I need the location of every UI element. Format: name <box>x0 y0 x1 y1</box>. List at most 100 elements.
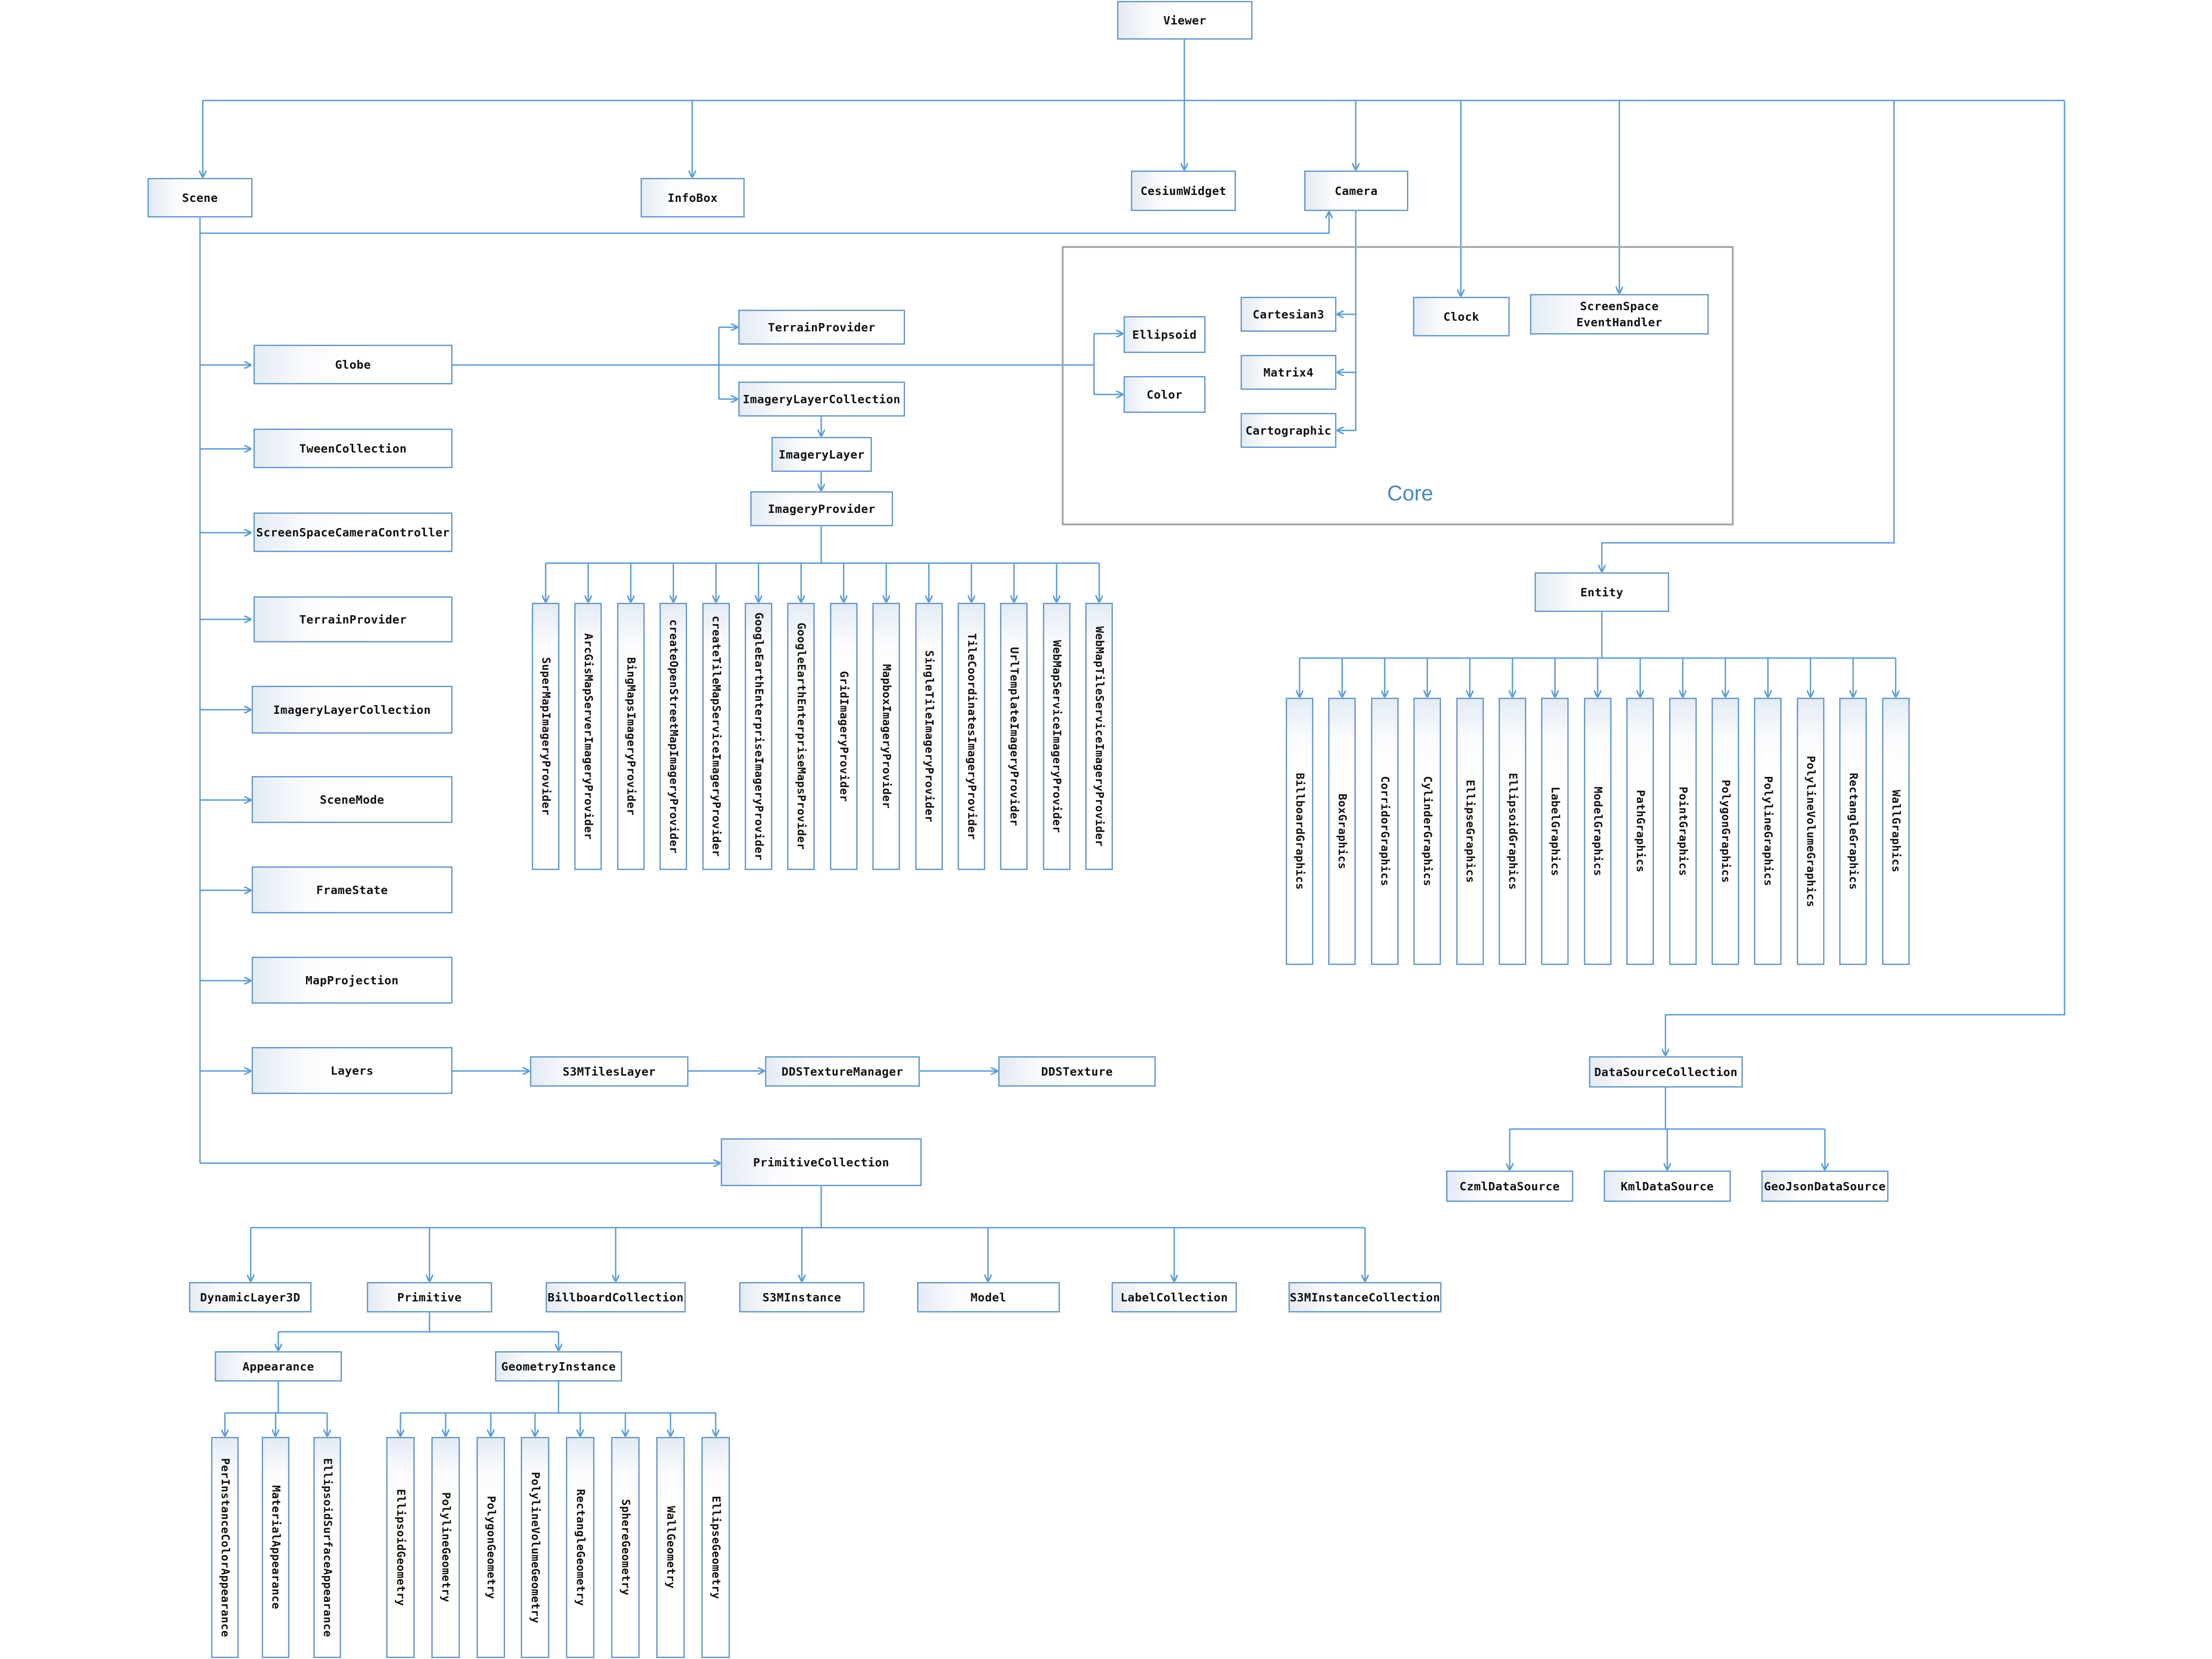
dynamic-layer-3d-node[interactable]: DynamicLayer3D <box>189 1282 312 1312</box>
scene-mode-node[interactable]: SceneMode <box>252 776 453 823</box>
node-label: BoxGraphics <box>1336 793 1349 870</box>
rectangle-graphics-node[interactable]: RectangleGraphics <box>1839 698 1867 965</box>
ellipsoid-graphics-node[interactable]: EllipsoidGraphics <box>1499 698 1526 965</box>
point-graphics-node[interactable]: PointGraphics <box>1669 698 1697 965</box>
label-graphics-node[interactable]: LabelGraphics <box>1541 698 1569 965</box>
camera-node[interactable]: Camera <box>1304 171 1408 211</box>
scene-node[interactable]: Scene <box>147 178 253 218</box>
s3m-instance-collection-node[interactable]: S3MInstanceCollection <box>1288 1282 1441 1312</box>
dds-texture-manager-node[interactable]: DDSTextureManager <box>765 1056 920 1087</box>
screen-space-camera-controller-node[interactable]: ScreenSpaceCameraController <box>253 512 453 552</box>
imagery-provider-node[interactable]: ImageryProvider <box>750 491 893 526</box>
model-node[interactable]: Model <box>917 1282 1060 1312</box>
wall-graphics-node[interactable]: WallGraphics <box>1882 698 1910 965</box>
screen-space-event-handler-node[interactable]: ScreenSpace EventHandler <box>1530 294 1709 335</box>
node-label: PolygonGraphics <box>1719 779 1732 883</box>
wall-geometry-node[interactable]: WallGeometry <box>656 1437 685 1658</box>
web-map-service-imagery-provider-node[interactable]: WebMapServiceImageryProvider <box>1042 603 1071 870</box>
appearance-node[interactable]: Appearance <box>215 1351 342 1382</box>
polyline-geometry-node[interactable]: PolylineGeometry <box>431 1437 460 1658</box>
ellipsoid-surface-appearance-node[interactable]: EllipsoidSurfaceAppearance <box>313 1437 341 1658</box>
ellipsoid-geometry-node[interactable]: EllipsoidGeometry <box>386 1437 415 1658</box>
matrix4-node[interactable]: Matrix4 <box>1241 355 1336 390</box>
box-graphics-node[interactable]: BoxGraphics <box>1328 698 1356 965</box>
terrain-provider-scene-node[interactable]: TerrainProvider <box>253 596 453 642</box>
tile-coordinates-imagery-provider-node[interactable]: TileCoordinatesImageryProvider <box>958 603 985 870</box>
imagery-layer-node[interactable]: ImageryLayer <box>771 437 872 472</box>
cylinder-graphics-node[interactable]: CylinderGraphics <box>1413 698 1441 965</box>
ellipsoid-node[interactable]: Ellipsoid <box>1124 316 1206 353</box>
model-graphics-node[interactable]: ModelGraphics <box>1583 698 1612 965</box>
tween-collection-node[interactable]: TweenCollection <box>253 429 453 468</box>
primitive-collection-node[interactable]: PrimitiveCollection <box>721 1138 922 1186</box>
color-node[interactable]: Color <box>1124 376 1206 413</box>
node-label: WebMapTileServiceImageryProvider <box>1093 626 1106 847</box>
create-tile-map-service-imagery-provider-node[interactable]: createTileMapServiceImageryProvider <box>702 603 730 870</box>
billboard-graphics-node[interactable]: BillboardGraphics <box>1286 698 1313 965</box>
single-tile-imagery-provider-node[interactable]: SingleTileImageryProvider <box>915 603 943 870</box>
create-open-street-map-imagery-provider-node[interactable]: createOpenStreetMapImageryProvider <box>659 603 688 870</box>
data-source-collection-node[interactable]: DataSourceCollection <box>1589 1056 1743 1088</box>
dds-texture-node[interactable]: DDSTexture <box>998 1056 1156 1087</box>
node-label: SuperMapImageryProvider <box>539 657 553 816</box>
billboard-collection-node[interactable]: BillboardCollection <box>546 1282 686 1312</box>
mapbox-imagery-provider-node[interactable]: MapboxImageryProvider <box>872 603 900 870</box>
map-projection-node[interactable]: MapProjection <box>252 957 453 1004</box>
polyline-volume-graphics-node[interactable]: PolylineVolumeGraphics <box>1796 698 1824 965</box>
connector <box>1665 100 2065 1055</box>
per-instance-color-appearance-node[interactable]: PerInstanceColorAppearance <box>211 1437 239 1658</box>
rectangle-geometry-node[interactable]: RectangleGeometry <box>566 1437 594 1658</box>
clock-node[interactable]: Clock <box>1413 297 1510 336</box>
google-earth-enterprise-imagery-provider-node[interactable]: GoogleEarthEnterpriseImageryProvider <box>745 603 772 870</box>
terrain-provider-globe-node[interactable]: TerrainProvider <box>738 310 905 345</box>
viewer-node[interactable]: Viewer <box>1117 1 1253 40</box>
node-label: LabelGraphics <box>1549 786 1562 877</box>
entity-node[interactable]: Entity <box>1535 572 1669 612</box>
geometry-instance-node[interactable]: GeometryInstance <box>495 1351 622 1382</box>
node-label: createTileMapServiceImageryProvider <box>710 616 723 857</box>
node-label: EllipseGraphics <box>1464 779 1477 883</box>
czml-data-source-node[interactable]: CzmlDataSource <box>1446 1171 1573 1202</box>
node-label: PolygonGeometry <box>484 1495 498 1600</box>
kml-data-source-node[interactable]: KmlDataSource <box>1604 1171 1731 1202</box>
grid-imagery-provider-node[interactable]: GridImageryProvider <box>830 603 858 870</box>
web-map-tile-service-imagery-provider-node[interactable]: WebMapTileServiceImageryProvider <box>1085 603 1113 870</box>
connector <box>200 212 1329 234</box>
imagery-layer-collection-scene-node[interactable]: ImageryLayerCollection <box>252 686 453 734</box>
url-template-imagery-provider-node[interactable]: UrlTemplateImageryProvider <box>1000 603 1028 870</box>
cesium-widget-node[interactable]: CesiumWidget <box>1131 171 1236 211</box>
s3m-instance-node[interactable]: S3MInstance <box>739 1282 865 1312</box>
corridor-graphics-node[interactable]: CorridorGraphics <box>1371 698 1399 965</box>
imagery-layer-collection-globe-node[interactable]: ImageryLayerCollection <box>738 382 905 417</box>
node-label: createOpenStreetMapImageryProvider <box>667 619 680 854</box>
node-label: WallGeometry <box>664 1506 677 1589</box>
primitive-node[interactable]: Primitive <box>367 1282 492 1312</box>
node-label: ModelGraphics <box>1591 786 1605 877</box>
bing-maps-imagery-provider-node[interactable]: BingMapsImageryProvider <box>617 603 645 870</box>
label-collection-node[interactable]: LabelCollection <box>1112 1282 1237 1312</box>
material-appearance-node[interactable]: MaterialAppearance <box>262 1437 289 1658</box>
infobox-node[interactable]: InfoBox <box>641 178 745 218</box>
cartographic-node[interactable]: Cartographic <box>1241 413 1336 448</box>
layers-node[interactable]: Layers <box>252 1047 453 1094</box>
cartesian3-node[interactable]: Cartesian3 <box>1241 297 1336 332</box>
ellipse-geometry-node[interactable]: EllipseGeometry <box>701 1437 730 1658</box>
google-earth-enterprise-maps-provider-node[interactable]: GoogleEarthEnterpriseMapsProvider <box>787 603 815 870</box>
polyline-graphics-node[interactable]: PolylineGraphics <box>1754 698 1782 965</box>
path-graphics-node[interactable]: PathGraphics <box>1626 698 1654 965</box>
sphere-geometry-node[interactable]: SphereGeometry <box>611 1437 640 1658</box>
node-label: BillboardGraphics <box>1293 772 1306 890</box>
super-map-imagery-provider-node[interactable]: SuperMapImageryProvider <box>532 603 559 870</box>
geojson-data-source-node[interactable]: GeoJsonDataSource <box>1761 1171 1888 1202</box>
arc-gis-map-server-imagery-provider-node[interactable]: ArcGisMapServerImageryProvider <box>574 603 602 870</box>
polyline-volume-geometry-node[interactable]: PolylineVolumeGeometry <box>521 1437 549 1658</box>
frame-state-node[interactable]: FrameState <box>252 866 453 913</box>
polygon-graphics-node[interactable]: PolygonGraphics <box>1712 698 1739 965</box>
node-label: SphereGeometry <box>619 1499 632 1596</box>
s3m-tiles-layer-node[interactable]: S3MTilesLayer <box>530 1056 688 1087</box>
ellipse-graphics-node[interactable]: EllipseGraphics <box>1456 698 1484 965</box>
polygon-geometry-node[interactable]: PolygonGeometry <box>477 1437 505 1658</box>
node-label: EllipseGeometry <box>709 1495 723 1600</box>
globe-node[interactable]: Globe <box>253 345 453 384</box>
